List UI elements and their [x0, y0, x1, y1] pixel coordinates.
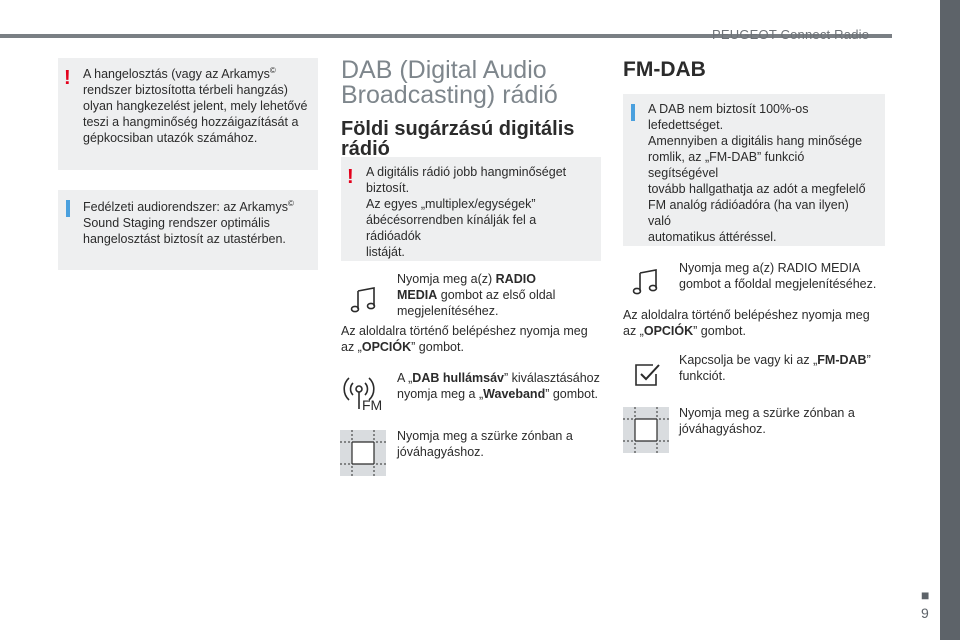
info-box-arkamys: Fedélzeti audiorendszer: az Arkamys© Sou… [58, 190, 318, 270]
step-fm-dab-toggle: Kapcsolja be vagy ki az „FM-DAB” funkció… [679, 353, 871, 383]
fm-radio-icon: FM [343, 377, 382, 412]
music-note-icon [632, 269, 658, 295]
grey-zone-confirm-icon [623, 407, 669, 453]
footer-bullet: ■ [921, 587, 930, 603]
warning-box-digital-radio: ! A digitális rádió jobb hangminőséget b… [341, 157, 601, 261]
paragraph-options: Az aloldalra történő belépéshez nyomja m… [623, 308, 870, 338]
warning-text: A hangelosztás (vagy az Arkamys© rendsze… [83, 65, 308, 145]
page-footer: ■ 9 [921, 587, 930, 621]
paragraph-options: Az aloldalra történő belépéshez nyomja m… [341, 324, 588, 354]
step-radio-media: Nyomja meg a(z) RADIO MEDIA gombot az el… [397, 272, 556, 318]
fm-label: FM [362, 397, 382, 412]
section-title-fm-dab: FM-DAB [623, 58, 706, 81]
info-text: Fedélzeti audiorendszer: az Arkamys© Sou… [83, 198, 294, 246]
side-tab [940, 0, 960, 640]
page-header-title: PEUGEOT Connect Radio [712, 27, 870, 42]
info-box-dab-coverage: A DAB nem biztosít 100%-os lefedettséget… [623, 94, 885, 246]
warning-text: A digitális rádió jobb hangminőséget biz… [366, 165, 567, 259]
step-radio-media-main: Nyomja meg a(z) RADIO MEDIA gombot a főo… [679, 261, 877, 291]
warning-icon: ! [64, 67, 71, 89]
step-dab-waveband: A „DAB hullámsáv” kiválasztásához nyomja… [397, 371, 600, 401]
warning-icon: ! [347, 166, 354, 188]
grey-zone-confirm-icon [340, 430, 386, 476]
step-grey-zone: Nyomja meg a szürke zónban a jóváhagyásh… [679, 406, 855, 436]
checkbox-checked-icon [635, 364, 660, 386]
info-icon [631, 104, 635, 121]
page-number: 9 [921, 605, 929, 621]
step-grey-zone: Nyomja meg a szürke zónban a jóváhagyásh… [397, 429, 573, 459]
music-note-icon [350, 287, 376, 313]
info-text: A DAB nem biztosít 100%-os lefedettséget… [648, 102, 866, 244]
warning-box-sound-distribution: ! A hangelosztás (vagy az Arkamys© rends… [58, 58, 318, 170]
info-icon [66, 200, 70, 217]
header-bar [0, 34, 892, 38]
